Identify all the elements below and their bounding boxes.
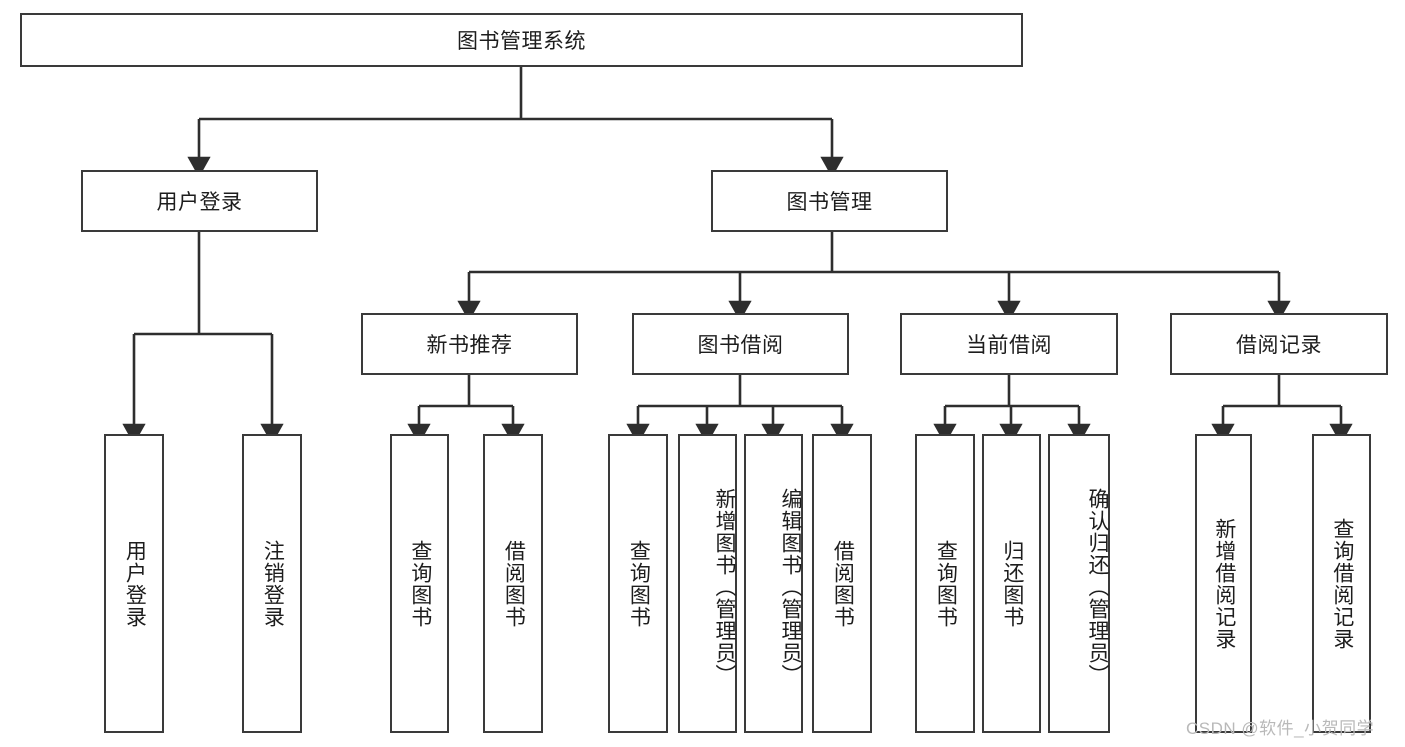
- leaf-book-borrow-add-book-admin[interactable]: 新增图书（管理员）: [678, 434, 737, 733]
- leaf-new-book-query-book[interactable]: 查询图书: [390, 434, 449, 733]
- leaf-current-borrow-confirm-return-admin[interactable]: 确认归还（管理员）: [1048, 434, 1110, 733]
- leaf-book-borrow-edit-book-admin[interactable]: 编辑图书（管理员）: [744, 434, 803, 733]
- node-borrow-record[interactable]: 借阅记录: [1170, 313, 1388, 375]
- leaf-current-borrow-query-book[interactable]: 查询图书: [915, 434, 975, 733]
- leaf-borrow-record-query-record[interactable]: 查询借阅记录: [1312, 434, 1371, 733]
- csdn-watermark: CSDN @软件_小贺同学: [1186, 719, 1375, 738]
- node-new-book-recommend[interactable]: 新书推荐: [361, 313, 578, 375]
- leaf-current-borrow-return-book[interactable]: 归还图书: [982, 434, 1041, 733]
- node-book-borrow[interactable]: 图书借阅: [632, 313, 849, 375]
- leaf-new-book-borrow-book[interactable]: 借阅图书: [483, 434, 543, 733]
- node-book-management[interactable]: 图书管理: [711, 170, 948, 232]
- leaf-borrow-record-add-record[interactable]: 新增借阅记录: [1195, 434, 1252, 733]
- leaf-user-login-login[interactable]: 用户登录: [104, 434, 164, 733]
- leaf-user-login-logout[interactable]: 注销登录: [242, 434, 302, 733]
- leaf-book-borrow-borrow-book[interactable]: 借阅图书: [812, 434, 872, 733]
- node-user-login[interactable]: 用户登录: [81, 170, 318, 232]
- node-current-borrow[interactable]: 当前借阅: [900, 313, 1118, 375]
- leaf-book-borrow-query-book[interactable]: 查询图书: [608, 434, 668, 733]
- node-root-library-system[interactable]: 图书管理系统: [20, 13, 1023, 67]
